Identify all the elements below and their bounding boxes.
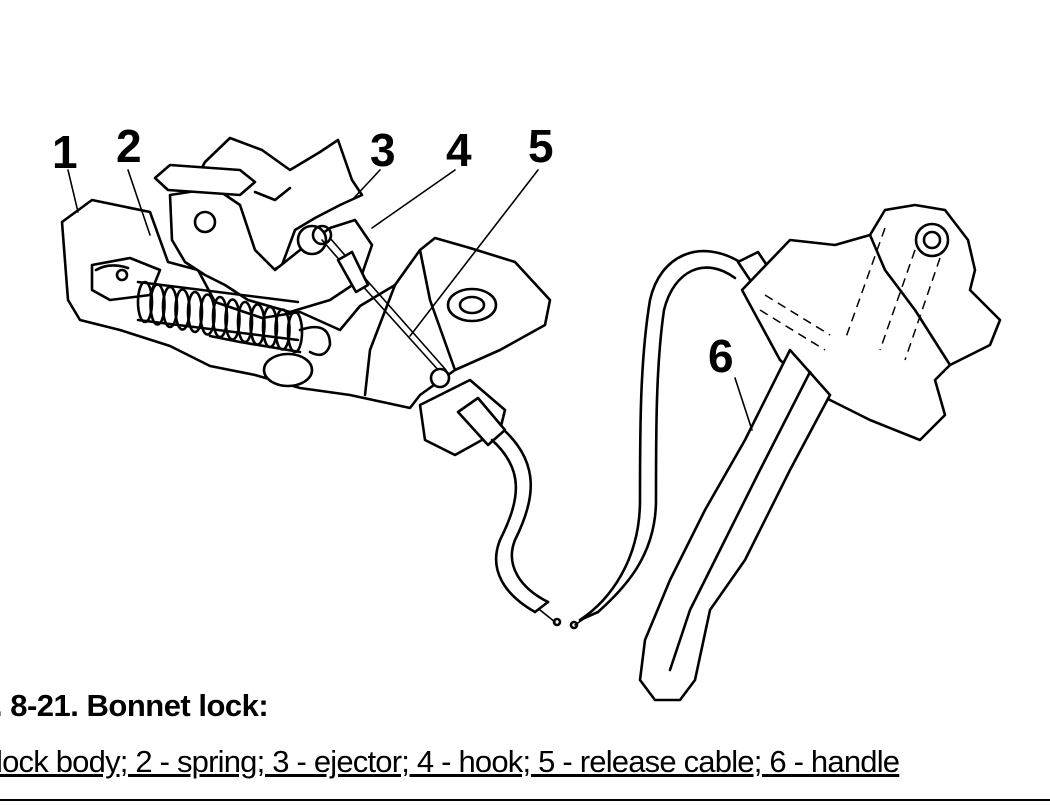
handle — [638, 203, 1002, 702]
spring-coil — [199, 293, 216, 336]
spring-coil — [274, 308, 291, 351]
release-cable — [321, 237, 562, 627]
spring-coil — [174, 288, 191, 331]
callout-1: 1 — [52, 126, 78, 178]
spring-coil — [186, 290, 204, 334]
callout-4: 4 — [446, 124, 472, 176]
figure-caption-legend: lock body; 2 - spring; 3 - ejector; 4 - … — [0, 744, 900, 779]
figure-caption-title: . 8-21. Bonnet lock: — [0, 688, 269, 723]
callout-6: 6 — [708, 330, 734, 382]
spring-coil — [224, 298, 241, 341]
spring-coil — [286, 310, 304, 354]
hook — [153, 163, 374, 314]
callout-numbers: 1 2 3 4 5 6 — [52, 120, 734, 382]
spring-coil — [249, 303, 266, 346]
spring-coil — [261, 305, 279, 349]
spring-coil — [211, 295, 229, 339]
callout-2: 2 — [116, 120, 142, 172]
callout-5: 5 — [528, 120, 554, 172]
spring — [94, 264, 332, 357]
spring-coil — [236, 300, 254, 344]
leader-lines — [67, 169, 753, 431]
callout-3: 3 — [370, 124, 396, 176]
bottom-rule — [0, 799, 1050, 801]
